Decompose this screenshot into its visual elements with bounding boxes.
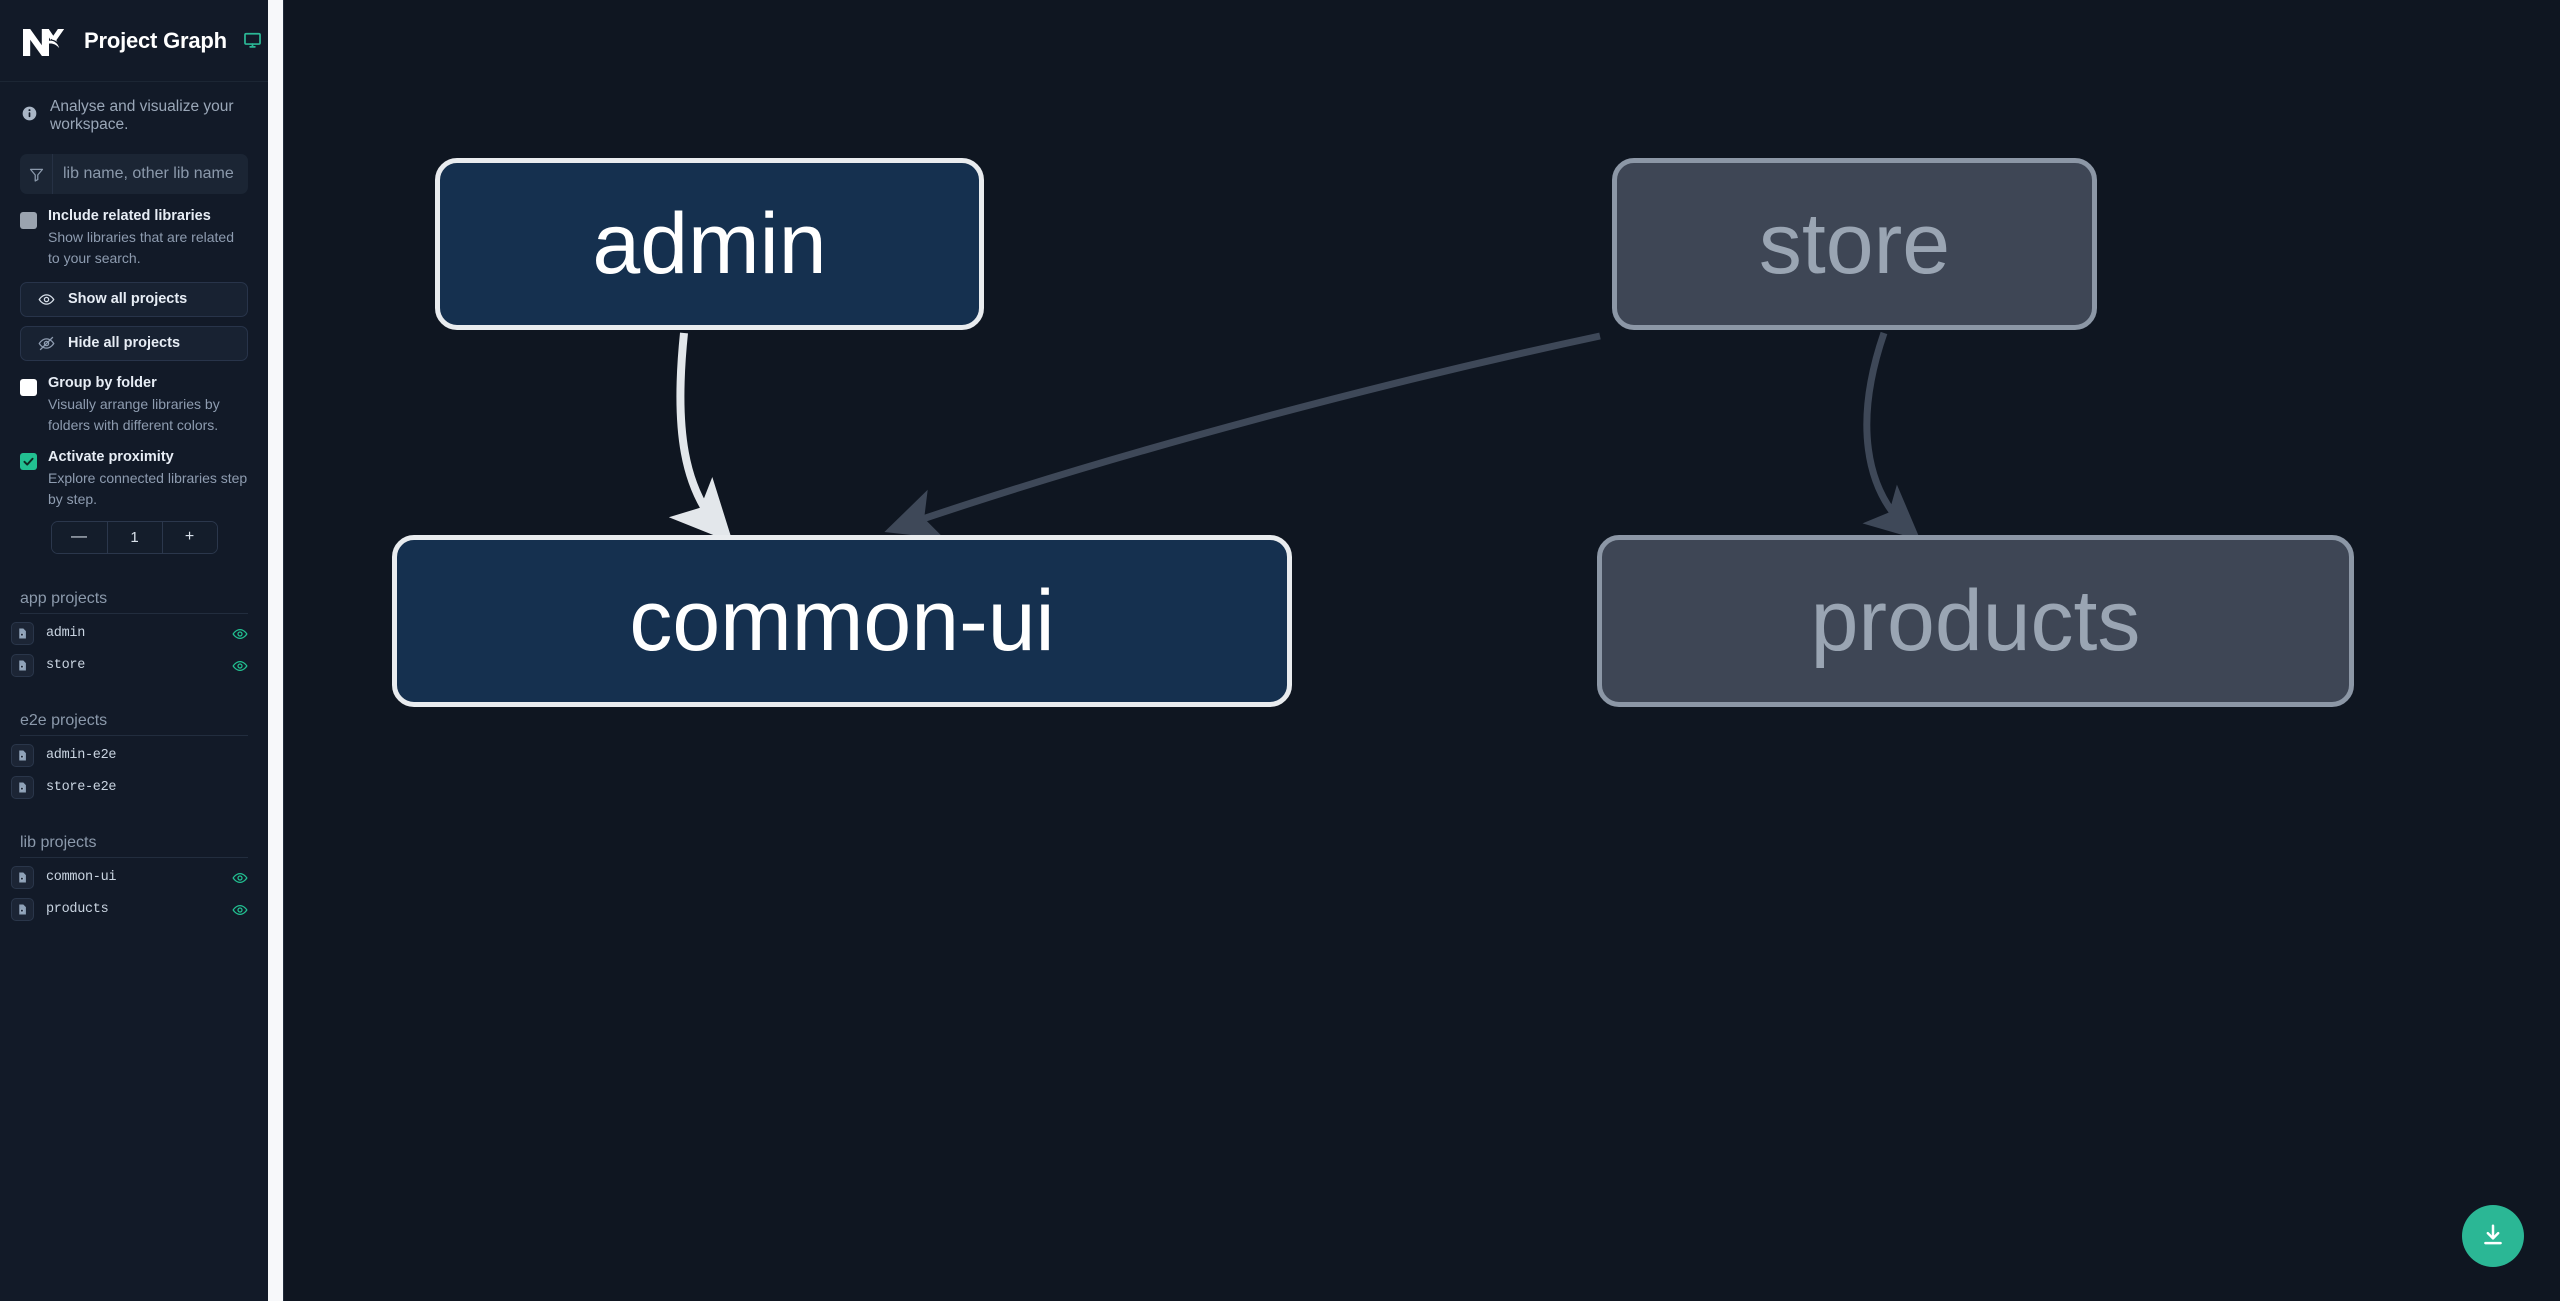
proximity-increment-button[interactable]: + [161,521,217,553]
hide-all-projects-button[interactable]: Hide all projects [20,325,248,361]
visibility-buttons: Show all projects Hide all projects [0,268,268,361]
project-row-products[interactable]: products [0,894,268,926]
group-by-folder-desc: Visually arrange libraries by folders wi… [48,396,220,433]
sidebar-header: Project Graph [0,0,268,82]
search-input[interactable] [53,154,248,194]
group-separator [20,612,248,614]
eye-off-icon [38,335,55,352]
project-visibility-eye-icon[interactable] [232,658,248,674]
project-row-admin-e2e[interactable]: admin-e2e [0,740,268,772]
download-graph-button[interactable] [2462,1205,2524,1267]
graph-node-products[interactable]: products [1597,535,2354,707]
project-name: products [46,902,109,918]
group-by-folder-label: Group by folder [48,374,157,391]
graph-node-label: admin [592,196,827,292]
graph-canvas[interactable]: admin store common-ui products [284,0,2560,1301]
project-file-icon [11,744,34,768]
group-separator [20,856,248,858]
project-name: store [46,658,86,674]
project-name: admin [46,626,86,642]
graph-edges [668,331,1921,543]
project-file-icon [11,898,34,922]
option-activate-proximity[interactable]: Activate proximity Explore connected lib… [0,435,268,509]
project-group-title: e2e projects [20,711,108,729]
project-group-title: lib projects [20,833,97,851]
group-by-folder-checkbox[interactable] [20,378,37,396]
sidebar: Project Graph Analyse and visualize your… [0,0,268,1301]
project-name: store-e2e [46,780,117,796]
tagline-text: Analyse and visualize your workspace. [50,98,234,133]
graph-node-admin[interactable]: admin [435,158,984,330]
option-include-related-libraries[interactable]: Include related libraries Show libraries… [0,194,268,268]
graph-node-label: store [1758,196,1951,292]
project-visibility-eye-icon[interactable] [232,626,248,642]
eye-icon [38,291,55,308]
project-group-e2e: e2e projects admin-e2e s [0,712,268,804]
page-title: Project Graph [84,27,227,53]
proximity-stepper[interactable]: — 1 + [50,520,218,554]
project-group-app: app projects admin [0,590,268,682]
edge-store-to-products [1862,331,1921,541]
project-file-icon [11,776,34,800]
project-visibility-eye-icon[interactable] [232,870,248,886]
activate-proximity-checkbox[interactable] [20,452,37,470]
sidebar-resizer[interactable] [268,0,284,1301]
include-related-label: Include related libraries [48,208,211,224]
show-all-projects-label: Show all projects [68,291,188,308]
include-related-desc: Show libraries that are related to your … [48,229,234,266]
project-row-store[interactable]: store [0,650,268,682]
include-related-checkbox[interactable] [20,212,37,229]
graph-node-common-ui[interactable]: common-ui [392,535,1292,707]
project-file-icon [11,866,34,890]
edge-admin-to-common-ui [668,332,733,543]
search-box[interactable] [20,154,248,194]
project-group-title: app projects [20,589,108,607]
project-visibility-eye-icon[interactable] [232,902,248,918]
proximity-value: 1 [106,521,162,553]
show-all-projects-button[interactable]: Show all projects [20,281,248,317]
project-file-icon [11,654,34,678]
project-row-common-ui[interactable]: common-ui [0,862,268,894]
activate-proximity-desc: Explore connected libraries step by step… [48,470,248,507]
hide-all-projects-label: Hide all projects [68,335,181,352]
project-name: common-ui [46,870,117,886]
activate-proximity-label: Activate proximity [48,448,174,465]
graph-node-label: products [1810,573,2141,669]
project-name: admin-e2e [46,748,117,764]
project-file-icon [11,622,34,646]
option-group-by-folder[interactable]: Group by folder Visually arrange librari… [0,361,268,435]
group-separator [20,734,248,736]
nx-logo [20,23,65,59]
proximity-stepper-wrap: — 1 + [0,509,268,554]
monitor-icon[interactable] [243,31,262,50]
download-icon [2480,1222,2506,1251]
project-row-admin[interactable]: admin [0,618,268,650]
edge-store-to-common-ui [884,332,1601,539]
search-row [0,148,268,194]
project-row-store-e2e[interactable]: store-e2e [0,772,268,804]
project-group-lib: lib projects common-ui [0,834,268,926]
proximity-decrement-button[interactable]: — [51,521,107,553]
graph-node-store[interactable]: store [1612,158,2097,330]
tagline: Analyse and visualize your workspace. [0,82,268,148]
filter-funnel-icon[interactable] [20,154,53,194]
graph-node-label: common-ui [629,573,1055,669]
info-icon [22,106,37,126]
